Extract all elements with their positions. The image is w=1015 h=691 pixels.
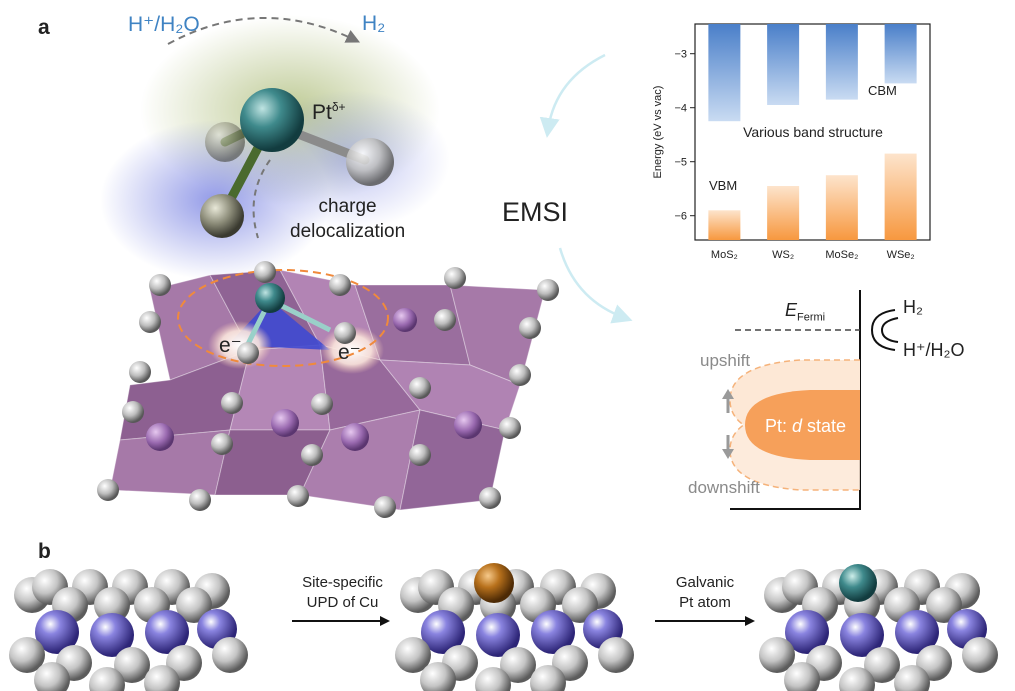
energy-hplus-label: H⁺/H₂O — [903, 340, 965, 360]
chart-frame — [694, 23, 931, 241]
vbm-bar — [708, 210, 741, 240]
fermi-e: E — [785, 300, 798, 320]
charge-line-2: delocalization — [290, 221, 406, 242]
slab-pristine — [9, 569, 248, 691]
x-tick-label: WSe₂ — [887, 249, 915, 261]
cbm-bar — [708, 24, 741, 122]
vbm-bar — [825, 175, 858, 240]
x-tick-label: MoSe₂ — [825, 249, 858, 261]
fermi-sub: Fermi — [797, 311, 826, 324]
pt-d-state-label: Pt: d state — [765, 416, 846, 437]
orbital-curve-outer — [870, 309, 896, 351]
pt-symbol: Pt — [312, 101, 332, 124]
x-tick-label: MoS₂ — [711, 249, 738, 261]
y-axis-label: Energy (eV vs vac) — [652, 86, 664, 179]
pt-d-letter: d — [792, 416, 803, 436]
step1-label: Site-specific UPD of Cu — [280, 573, 405, 613]
slab-cu — [395, 563, 634, 691]
cu-atom — [474, 563, 514, 603]
upshift-label: upshift — [700, 351, 751, 370]
emsi-label: EMSI — [502, 197, 569, 227]
charge-line-1: charge — [318, 196, 377, 217]
charge-text: charge delocalization — [290, 194, 405, 244]
downshift-label: downshift — [688, 478, 760, 497]
electron-label-right: e⁻ — [338, 341, 361, 364]
cbm-bar — [825, 24, 858, 100]
vbm-bar — [767, 186, 800, 240]
fermi-label: EFermi — [785, 300, 825, 324]
band-structure-annotation: Various band structure — [743, 124, 883, 140]
step2-line2: Pt atom — [679, 594, 731, 611]
energy-h2-label: H₂ — [903, 297, 923, 317]
pt-d-state — [745, 390, 860, 460]
product-label: H₂ — [362, 12, 386, 35]
step1-line1: Site-specific — [302, 574, 383, 591]
step2-label: Galvanic Pt atom — [645, 573, 765, 613]
energy-level-diagram — [722, 290, 899, 510]
cbm-bar — [884, 24, 917, 84]
panel-b-illustration — [9, 563, 998, 691]
electron-label-left: e⁻ — [219, 334, 242, 357]
reactant-label: H⁺/H₂O — [128, 13, 200, 36]
panel-b-letter: b — [38, 540, 51, 563]
panel-a-illustration — [97, 15, 633, 518]
orbital-curve-inner — [880, 317, 899, 343]
step1-line2: UPD of Cu — [306, 594, 379, 611]
pt-d-prefix: Pt: — [765, 416, 793, 436]
slab-pt — [759, 564, 998, 691]
y-tick-label: −4 — [674, 103, 687, 115]
y-tick-label: −6 — [674, 211, 687, 223]
vbm-annotation: VBM — [709, 178, 737, 193]
panel-a-letter: a — [38, 16, 50, 39]
x-tick-label: WS₂ — [772, 249, 794, 261]
cbm-annotation: CBM — [868, 83, 897, 98]
y-tick-label: −5 — [674, 157, 687, 169]
y-tick-label: −3 — [674, 49, 687, 61]
vbm-bar — [884, 153, 917, 240]
pt-label: Ptδ+ — [312, 100, 346, 125]
cbm-bar — [767, 24, 800, 105]
step2-line1: Galvanic — [675, 574, 735, 591]
pt-single-atom — [839, 564, 877, 602]
pt-d-suffix: state — [802, 416, 847, 436]
pt-charge: δ+ — [331, 100, 346, 114]
